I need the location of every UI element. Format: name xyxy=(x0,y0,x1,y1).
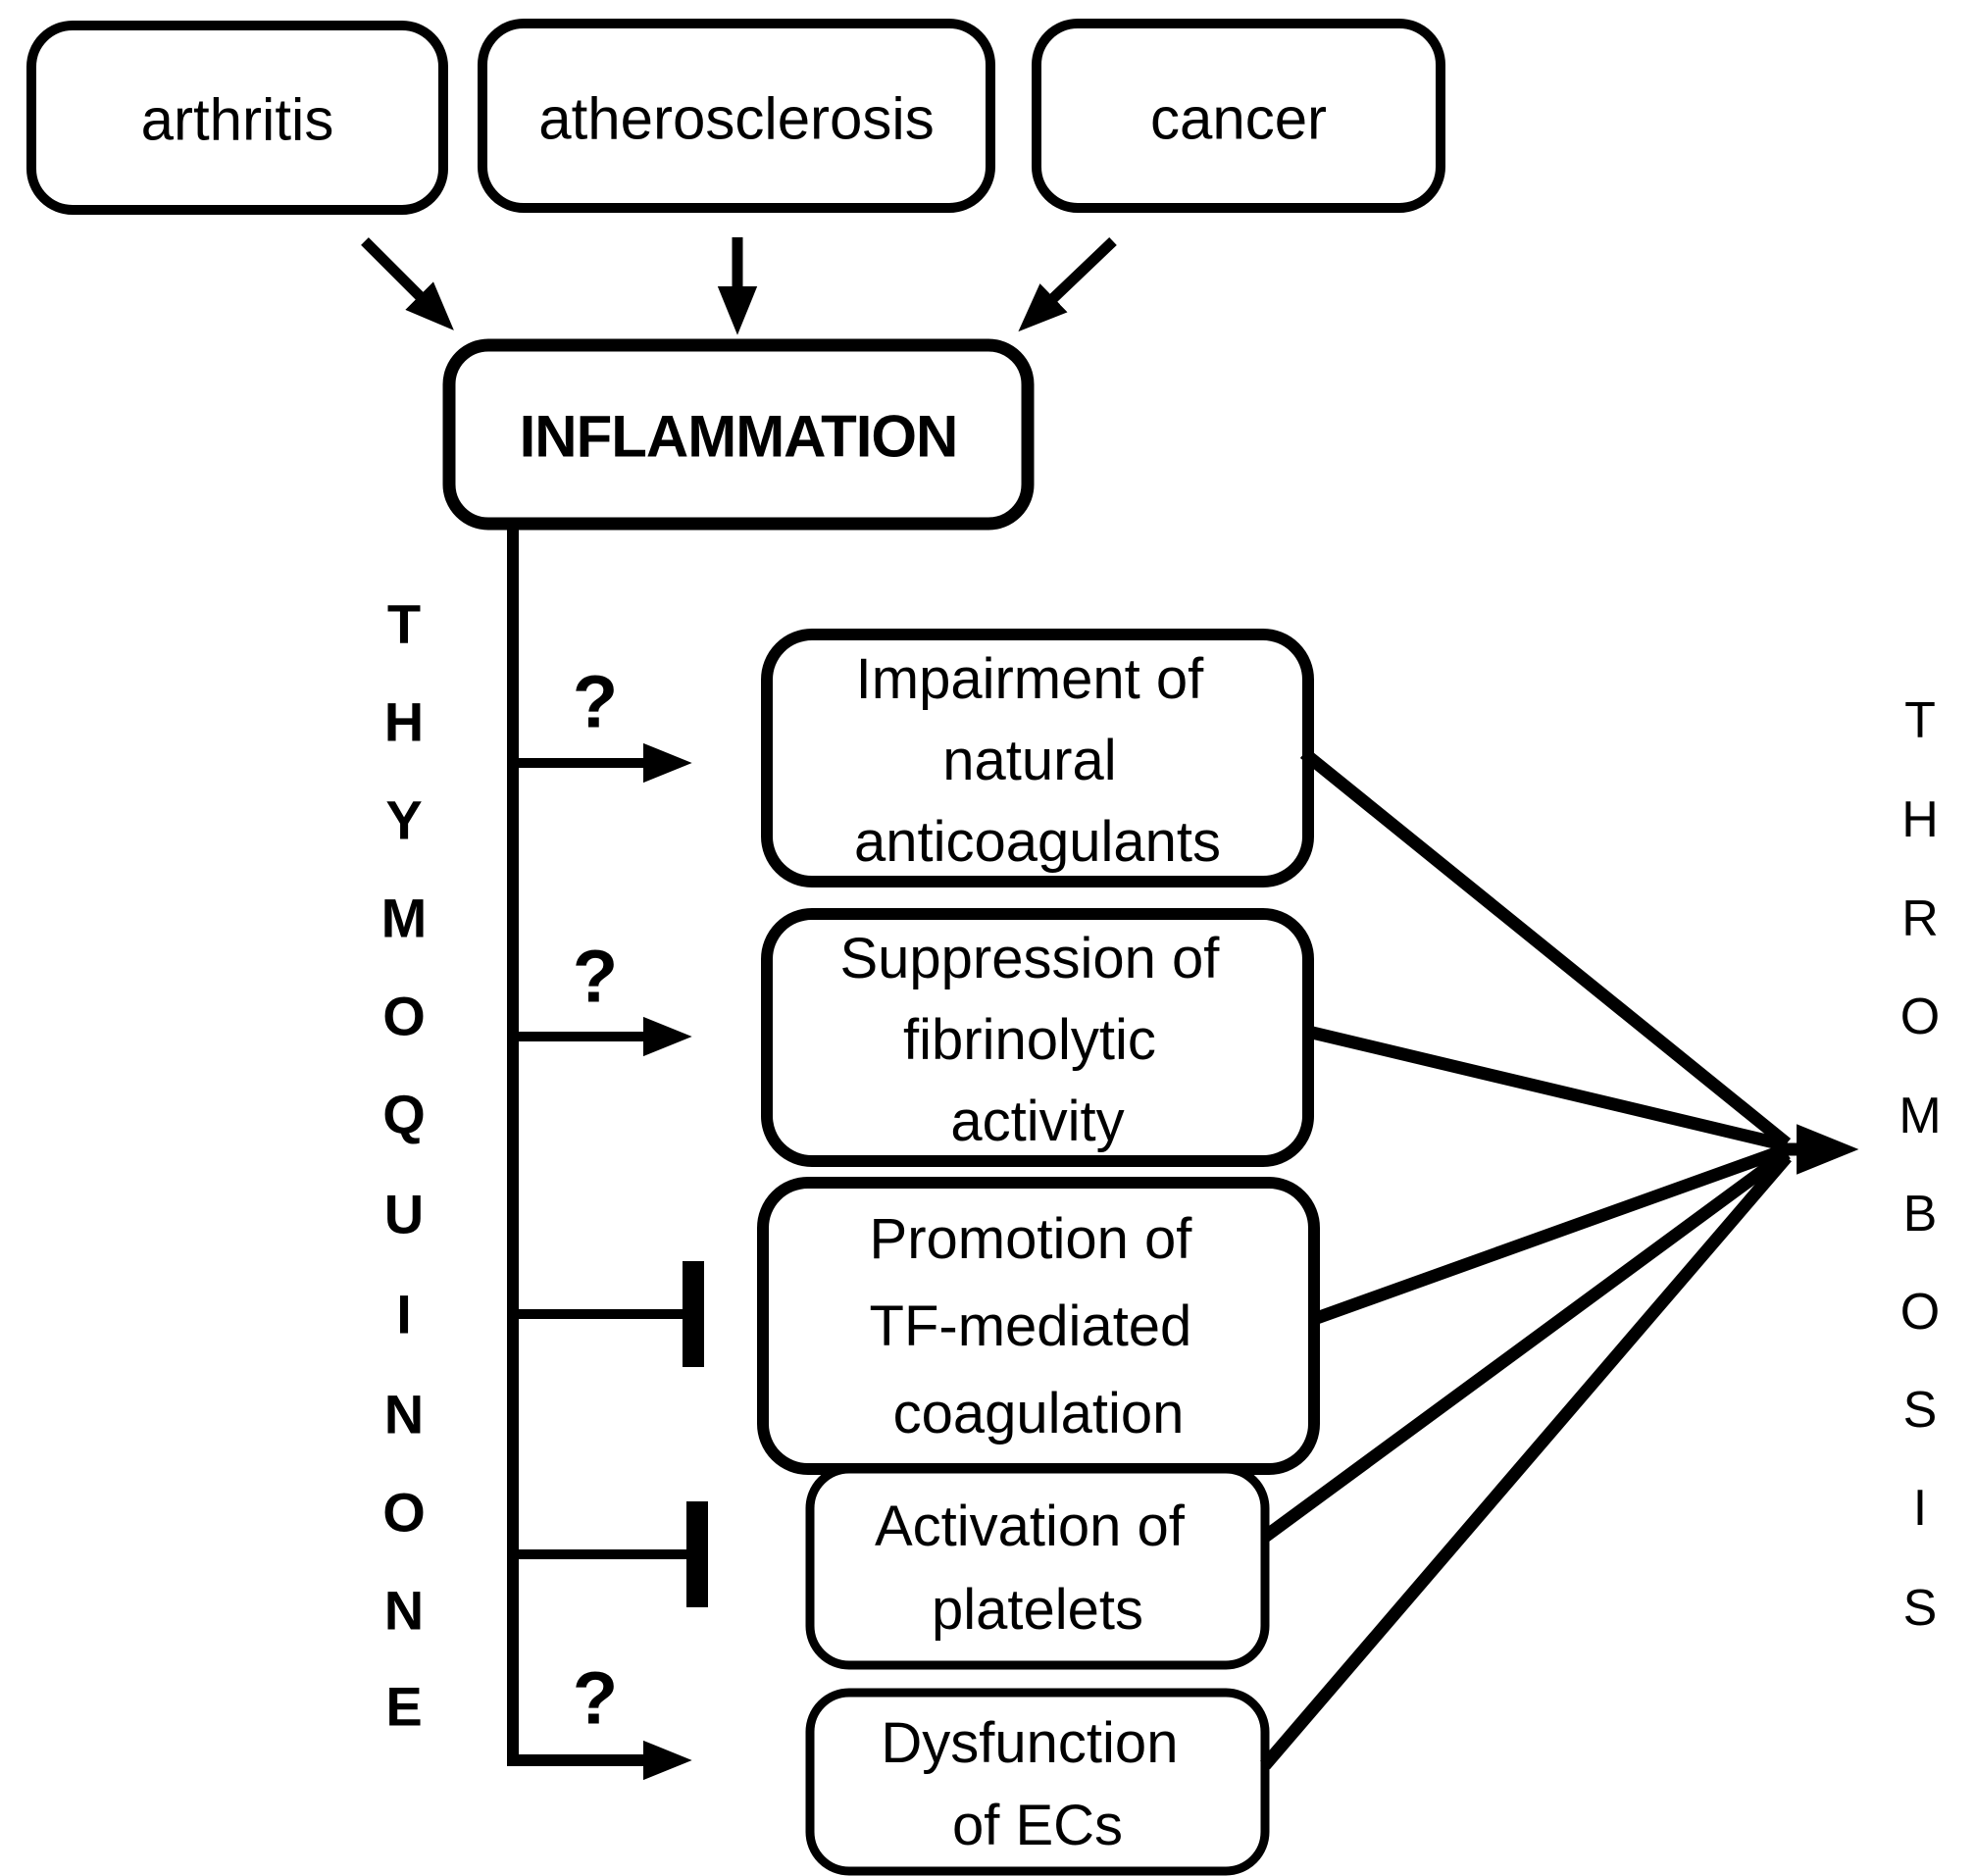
question-mark: ? xyxy=(573,936,618,1019)
platelets-box xyxy=(805,1464,1270,1670)
trunk-connectors: ? ? ? xyxy=(519,661,708,1741)
convergence-line-ecs xyxy=(1260,1152,1792,1770)
inhibition-bar-icon xyxy=(683,1261,704,1367)
thymoquinone-letter: U xyxy=(384,1184,424,1245)
impairment-label: Impairment of natural anticoagulants xyxy=(854,647,1221,874)
arthritis-label: arthritis xyxy=(141,87,334,153)
thymoquinone-word: T H Y M O Q U I N O N E xyxy=(381,593,428,1738)
convergence-lines xyxy=(1260,747,1859,1770)
atherosclerosis-box xyxy=(478,19,995,213)
thrombosis-letter: T xyxy=(1904,692,1936,749)
convergence-line-suppression xyxy=(1306,1025,1789,1152)
thymoquinone-letter: Y xyxy=(385,789,422,851)
thymoquinone-letter: E xyxy=(385,1676,422,1738)
thymoquinone-letter: N xyxy=(384,1580,424,1642)
thrombosis-letter: M xyxy=(1898,1088,1941,1144)
cancer-label: cancer xyxy=(1150,86,1327,152)
thymoquinone-letter: I xyxy=(396,1284,412,1345)
thrombosis-letter: O xyxy=(1900,989,1940,1045)
thymoquinone-letter: H xyxy=(384,691,424,753)
question-mark: ? xyxy=(573,661,618,744)
thrombosis-letter: B xyxy=(1903,1186,1938,1242)
top-row: arthritis atherosclerosis cancer xyxy=(26,19,1445,215)
thymoquinone-letter: O xyxy=(382,986,426,1047)
convergence-line-impairment xyxy=(1299,747,1792,1149)
thrombosis-letter: H xyxy=(1901,791,1939,848)
convergence-line-promotion xyxy=(1311,1142,1790,1326)
arrow-from-cancer-icon xyxy=(1018,237,1117,332)
thymoquinone-trunk-line xyxy=(507,523,692,1781)
arthritis-box xyxy=(26,21,448,215)
cancer-box xyxy=(1032,19,1445,213)
inflammation-label: INFLAMMATION xyxy=(520,404,958,470)
inflammation-node: INFLAMMATION xyxy=(442,338,1035,531)
atherosclerosis-label: atherosclerosis xyxy=(538,86,935,152)
ecs-box xyxy=(805,1688,1270,1876)
ecs-label: Dysfunction of ECs xyxy=(881,1711,1193,1857)
thymoquinone-letter: Q xyxy=(382,1084,426,1145)
thymoquinone-letter: O xyxy=(382,1482,426,1544)
platelets-label: Activation of platelets xyxy=(875,1495,1200,1642)
inhibition-bar-icon xyxy=(686,1501,708,1607)
thymoquinone-letter: T xyxy=(387,593,421,655)
question-mark: ? xyxy=(573,1657,618,1741)
thrombosis-word: T H R O M B O S I S xyxy=(1898,692,1941,1637)
arrow-from-arthritis-icon xyxy=(361,237,454,330)
thrombosis-letter: I xyxy=(1913,1480,1927,1537)
inflammation-box xyxy=(442,338,1035,531)
suppression-label: Suppression of fibrinolytic activity xyxy=(839,927,1235,1153)
thrombosis-letter: S xyxy=(1903,1580,1938,1637)
thrombosis-letter: O xyxy=(1900,1284,1940,1341)
thrombosis-letter: S xyxy=(1903,1382,1938,1439)
thrombosis-letter: R xyxy=(1901,890,1939,947)
disease-to-inflammation-arrows xyxy=(361,237,1117,335)
mechanism-boxes: Impairment of natural anticoagulants Sup… xyxy=(757,629,1320,1876)
thymoquinone-letter: N xyxy=(384,1384,424,1445)
promotion-label: Promotion of TF-mediated coagulation xyxy=(870,1207,1208,1445)
thymoquinone-letter: M xyxy=(381,887,428,949)
convergence-line-platelets xyxy=(1261,1147,1791,1543)
